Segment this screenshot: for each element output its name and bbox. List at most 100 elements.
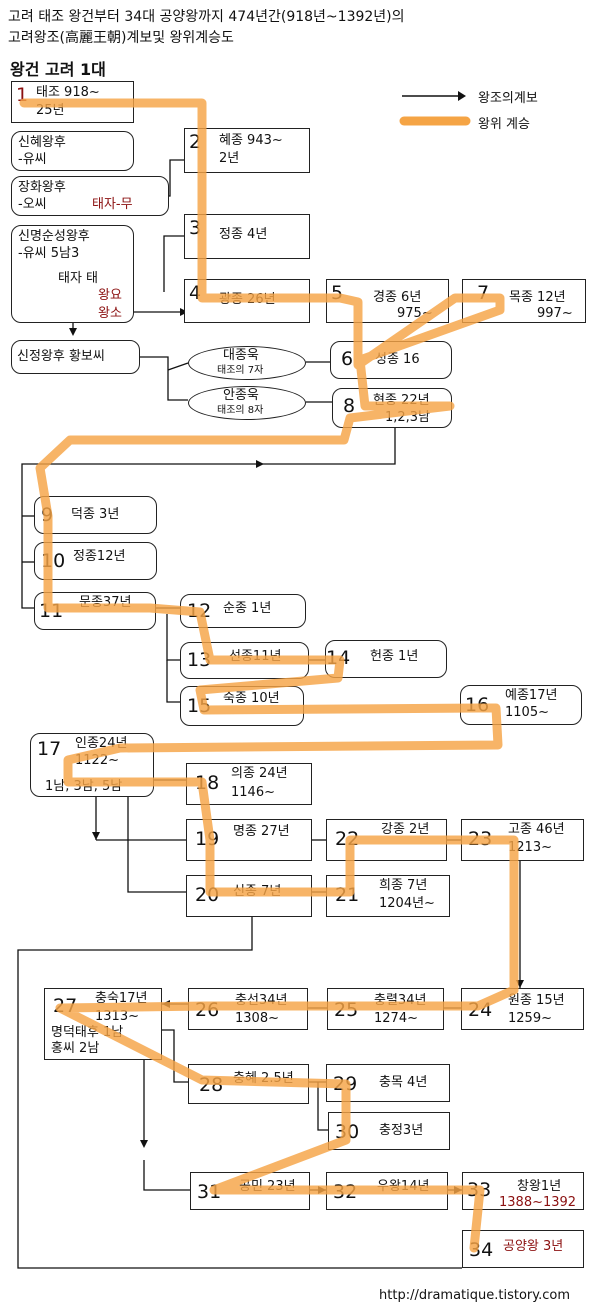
king-22-number: 22 (335, 828, 360, 850)
king-23-number: 23 (468, 828, 493, 850)
king-21-box: 21 희종 7년 1204년~ (326, 875, 450, 917)
king-3-box: 3 정종 4년 (184, 214, 310, 259)
king-16-number: 16 (465, 694, 490, 716)
queen-sinhye-box: 신혜왕후 -유씨 (11, 131, 134, 171)
king-25-name: 충렬34년 (374, 993, 427, 1008)
prince-daejong-note: 태조의 7자 (217, 365, 264, 376)
king-10-number: 10 (41, 550, 66, 572)
queen-sinmyeong-box: 신명순성왕후 -유씨 5남3 태자 태 왕요 왕소 (11, 225, 134, 323)
queen-janghwa-son: 태자-무 (92, 197, 133, 212)
king-18-name: 의종 24년 (231, 766, 288, 781)
king-1-name: 태조 918~ (36, 85, 100, 100)
king-27-box: 27 충숙17년 1313~ 명덕태후 1남 홍씨 2남 (44, 988, 162, 1060)
king-6-number: 6 (341, 348, 354, 370)
king-2-sub: 2년 (219, 151, 240, 166)
king-6-box: 6 성종 16 (330, 341, 452, 379)
king-13-box: 13 선종11년 (180, 642, 309, 679)
king-2-name: 혜종 943~ (219, 133, 283, 148)
king-1-number: 1 (16, 84, 29, 106)
king-34-number: 34 (469, 1239, 494, 1261)
king-28-box: 28 충혜 2.5년 (188, 1064, 309, 1104)
prince-daejong-name: 대종욱 (223, 348, 259, 363)
king-30-box: 30 충정3년 (328, 1112, 450, 1150)
king-14-number: 14 (326, 647, 351, 669)
king-17-box: 17 인종24년 1122~ 1남, 3남, 5남 (30, 733, 154, 797)
king-20-box: 20 신종 7년 (186, 875, 312, 917)
king-21-sub: 1204년~ (379, 896, 435, 911)
king-23-sub: 1213~ (508, 840, 552, 855)
king-5-name: 경종 6년 (373, 290, 422, 305)
queen-sinmyeong-name: 신명순성왕후 (18, 229, 90, 244)
king-10-name: 정종12년 (73, 549, 126, 564)
king-17-number: 17 (37, 738, 62, 760)
king-13-name: 선종11년 (229, 649, 282, 664)
king-4-number: 4 (189, 282, 202, 304)
king-8-name: 현종 22년 (373, 393, 430, 408)
king-27-queen-line1: 명덕태후 1남 (51, 1025, 124, 1040)
king-13-number: 13 (187, 649, 212, 671)
king-23-name: 고종 46년 (508, 822, 565, 837)
queen-sinhye-name: 신혜왕후 (18, 135, 66, 150)
queen-sinmyeong-clan: -유씨 5남3 (18, 246, 80, 261)
king-26-number: 26 (195, 999, 220, 1021)
diagram-subtitle: 왕건 고려 1대 (10, 60, 106, 79)
king-11-box: 11 문종37년 (34, 592, 156, 630)
queen-sinmyeong-son-yo: 왕요 (98, 288, 122, 303)
king-20-number: 20 (195, 884, 220, 906)
king-24-sub: 1259~ (508, 1011, 552, 1026)
queen-sinmyeong-son-tae: 태자 태 (58, 271, 99, 286)
king-9-box: 9 덕종 3년 (34, 496, 157, 534)
king-2-number: 2 (189, 131, 202, 153)
king-5-box: 5 경종 6년 975~ (326, 279, 449, 323)
king-33-name: 창왕1년 (517, 1179, 562, 1194)
king-7-box: 7 목종 12년 997~ (462, 279, 586, 323)
king-15-name: 숙종 10년 (223, 691, 280, 706)
queen-sinjeong-name: 신정왕후 황보씨 (17, 349, 105, 364)
prince-anjong-oval: 안종욱 태조의 8자 (188, 386, 306, 420)
king-30-name: 충정3년 (379, 1123, 424, 1138)
king-16-name: 예종17년 (505, 688, 558, 703)
king-11-number: 11 (39, 600, 64, 622)
king-33-number: 33 (467, 1179, 492, 1201)
king-25-box: 25 충렬34년 1274~ (327, 988, 444, 1030)
king-31-box: 31 공민 23년 (190, 1172, 310, 1210)
king-10-box: 10 정종12년 (34, 542, 157, 580)
queen-sinhye-clan: -유씨 (18, 152, 47, 167)
king-29-number: 29 (333, 1073, 358, 1095)
king-4-box: 4 광종 26년 (184, 279, 310, 323)
king-17-sub: 1122~ (75, 753, 119, 768)
king-25-sub: 1274~ (374, 1011, 418, 1026)
king-28-number: 28 (199, 1074, 224, 1096)
king-27-sub: 1313~ (95, 1009, 139, 1024)
king-12-number: 12 (187, 600, 212, 622)
queen-sinjeong-box: 신정왕후 황보씨 (11, 340, 140, 374)
source-url[interactable]: http://dramatique.tistory.com (379, 1288, 570, 1303)
king-2-box: 2 혜종 943~ 2년 (184, 128, 310, 173)
king-1-box: 1 태조 918~ 25년 (11, 81, 134, 123)
king-28-name: 충혜 2.5년 (233, 1071, 294, 1086)
king-7-number: 7 (477, 282, 490, 304)
king-17-sons: 1남, 3남, 5남 (45, 779, 123, 794)
king-29-box: 29 충목 4년 (326, 1064, 450, 1102)
king-34-box: 34 공양왕 3년 (462, 1230, 584, 1268)
king-14-name: 헌종 1년 (370, 649, 419, 664)
king-9-name: 덕종 3년 (71, 507, 120, 522)
king-29-name: 충목 4년 (379, 1075, 428, 1090)
king-5-number: 5 (331, 282, 344, 304)
king-14-box: 14 헌종 1년 (325, 640, 447, 678)
king-16-box: 16 예종17년 1105~ (460, 685, 582, 725)
king-3-number: 3 (189, 217, 202, 239)
king-18-sub: 1146~ (231, 785, 275, 800)
king-32-box: 32 우왕14년 (326, 1172, 448, 1210)
king-31-number: 31 (197, 1181, 222, 1203)
king-3-name: 정종 4년 (219, 227, 268, 242)
prince-anjong-name: 안종욱 (223, 388, 259, 403)
king-8-number: 8 (343, 395, 356, 417)
king-19-number: 19 (195, 828, 220, 850)
king-34-name: 공양왕 3년 (503, 1239, 564, 1254)
king-21-name: 희종 7년 (379, 878, 428, 893)
king-12-name: 순종 1년 (223, 601, 272, 616)
king-26-box: 26 충선34년 1308~ (188, 988, 308, 1030)
king-15-box: 15 숙종 10년 (180, 686, 304, 726)
king-16-sub: 1105~ (505, 705, 549, 720)
